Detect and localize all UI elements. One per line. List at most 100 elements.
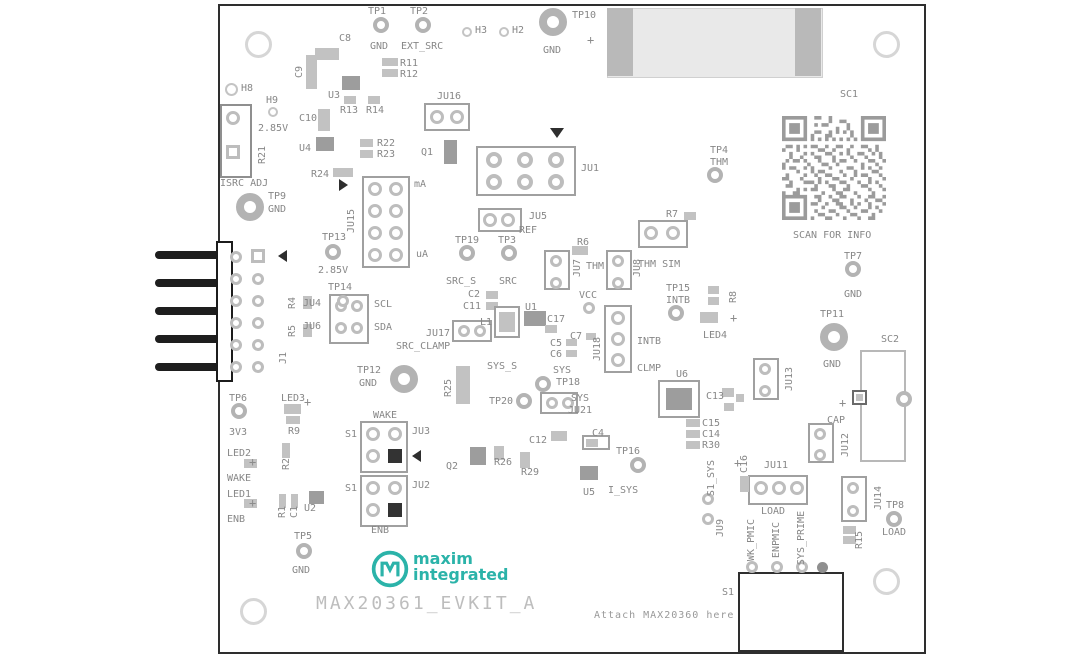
label-l1: L1 [480, 317, 493, 328]
label-ju11: JU11 [764, 460, 789, 471]
label-r25: R25 [443, 378, 454, 398]
label-ju9: JU9 [715, 518, 726, 538]
led3-part [284, 404, 301, 414]
label-c4: C4 [592, 428, 605, 439]
led2-part [244, 459, 257, 468]
label-r14: R14 [366, 105, 385, 116]
label-r9: R9 [288, 426, 301, 437]
j1-pad [230, 317, 242, 329]
c8-part [315, 48, 339, 60]
jumper-pad [389, 204, 403, 218]
label-u3: U3 [328, 90, 341, 101]
label-clmp: CLMP [637, 363, 662, 374]
label-tp20: TP20 [489, 396, 514, 407]
label-scl: SCL [374, 299, 393, 310]
c4-part [586, 439, 598, 447]
label-ju14: JU14 [873, 485, 884, 511]
jumper-pad [368, 248, 382, 262]
label-tp18: TP18 [556, 377, 581, 388]
label-c10: C10 [299, 113, 318, 124]
pin1-marker [412, 450, 421, 462]
label-s1: S1 [345, 429, 358, 440]
label-tp13: TP13 [322, 232, 347, 243]
label-c17: C17 [547, 314, 566, 325]
label-ju3: JU3 [412, 426, 431, 437]
jumper-pad [759, 385, 771, 397]
logo-trademark: ™ [501, 576, 508, 584]
j1-pad [252, 317, 264, 329]
jumper-pad [486, 174, 502, 190]
label-ju7: JU7 [572, 258, 583, 278]
jumper-pad [612, 255, 624, 267]
label-r26: R26 [494, 457, 513, 468]
label-enpmic: ENPMIC [771, 521, 782, 559]
label-c6: C6 [550, 349, 563, 360]
label-thm-sim: THM SIM [638, 259, 681, 270]
j1-pad-square [251, 249, 265, 263]
label-ju21: JU21 [568, 405, 593, 416]
label-r12: R12 [400, 69, 419, 80]
r12-part [382, 69, 398, 77]
label-tp8: TP8 [886, 500, 905, 511]
label-u6: U6 [676, 369, 689, 380]
j1-pin [155, 363, 218, 371]
jumper-pad [430, 110, 444, 124]
label-isrc-adj: ISRC ADJ [220, 178, 269, 189]
label-i-sys: I_SYS [608, 485, 639, 496]
jumper-pad [458, 325, 470, 337]
jumper-pad [368, 226, 382, 240]
label-tp11: TP11 [820, 309, 845, 320]
mounting-hole [240, 598, 267, 625]
u3-part [342, 76, 360, 90]
j1-pad [230, 339, 242, 351]
label-sys: SYS [571, 393, 590, 404]
jumper-pad [389, 248, 403, 262]
label-led1: LED1 [227, 489, 252, 500]
label-2v85: 2.85V [258, 123, 289, 134]
label-enb: ENB [227, 514, 246, 525]
label-h8: H8 [241, 83, 254, 94]
label-cap: CAP [827, 415, 846, 426]
label-vcc: VCC [579, 290, 598, 301]
label-c9: C9 [294, 65, 305, 79]
label-r29: R29 [521, 467, 540, 478]
label-gnd: GND [844, 289, 863, 300]
label-r13: R13 [340, 105, 359, 116]
label-intb: INTB [637, 336, 662, 347]
label-ext-src: EXT_SRC [401, 41, 444, 52]
mounting-hole [245, 31, 272, 58]
c10-part [318, 109, 330, 131]
label-ju6: JU6 [303, 321, 322, 332]
label-tp16: TP16 [616, 446, 641, 457]
c7-part [586, 333, 596, 340]
label-ju2: JU2 [412, 480, 431, 491]
label-ref: REF [519, 225, 538, 236]
maxim-logo-icon [371, 550, 409, 588]
label-ju13: JU13 [784, 366, 795, 392]
label-ju16: JU16 [437, 91, 462, 102]
label-ju17: JU17 [426, 328, 451, 339]
led4-part [700, 312, 718, 323]
h8-hole [225, 83, 238, 96]
jumper-pad [335, 322, 347, 334]
sys-prime-pad [796, 561, 808, 573]
label-s1: S1 [345, 483, 358, 494]
label-wake: WAKE [373, 410, 398, 421]
jumper-pad [351, 322, 363, 334]
tp11-ring [820, 323, 848, 351]
c5-part [566, 339, 577, 346]
qr-code [782, 116, 886, 220]
j1-pad [230, 251, 242, 263]
tp5-ring [296, 543, 312, 559]
jumper-pad [790, 481, 804, 495]
j1-pad [252, 273, 264, 285]
label-h9: H9 [266, 95, 279, 106]
label-load: LOAD [882, 527, 907, 538]
polarity-plus: + [304, 395, 312, 409]
label-r2: R2 [281, 457, 292, 471]
ju9-pad [702, 513, 714, 525]
label-r22: R22 [377, 138, 396, 149]
c6-part [566, 350, 577, 357]
label-q1: Q1 [421, 147, 434, 158]
